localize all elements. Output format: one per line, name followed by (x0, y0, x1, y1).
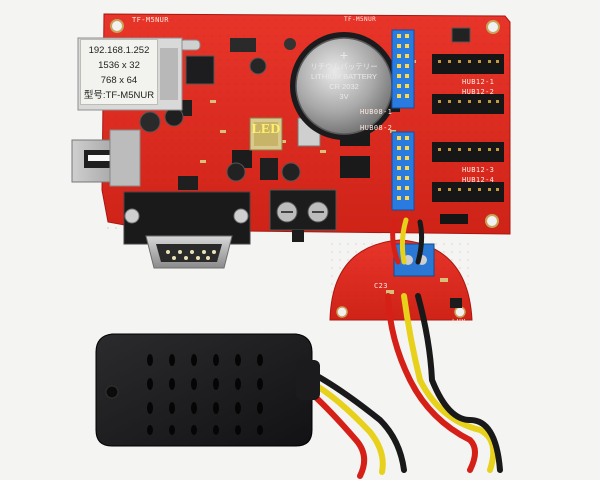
battery-japanese-text: リチウムバッテリー (310, 62, 378, 71)
board-button (451, 27, 471, 43)
sticker-ip-line: 192.168.1.252 (88, 45, 150, 56)
mcu-chip (185, 55, 215, 85)
battery-plus-sign: + (339, 47, 349, 63)
hub12-label-1: HUB12-1 (462, 78, 495, 86)
hub12-label-3: HUB12-3 (462, 166, 495, 174)
hub08-label-2: HUB08-2 (360, 124, 393, 132)
sensor-board-lux-label: LUX (452, 318, 466, 326)
db9-serial-connector (123, 191, 251, 269)
hub08-header-1 (391, 29, 415, 109)
hub12-label-4: HUB12-4 (462, 176, 495, 184)
power-terminal-block (269, 189, 337, 242)
sensor-wires (307, 217, 503, 479)
sticker-res-line-1: 1536 x 32 (98, 60, 140, 71)
battery-model-text: CR 2032 (329, 82, 359, 91)
hub12-headers (432, 54, 504, 202)
board-model-silkscreen-2: TF-M5NUR (344, 16, 377, 23)
humidity-sensor-housing (95, 333, 320, 447)
led-chip-label: LED (251, 122, 281, 137)
hub08-label-1: HUB08-1 (360, 108, 393, 116)
battery-lithium-text: LITHIUM BATTERY (311, 72, 377, 81)
sticker-model-line: 型号:TF-M5NUR (83, 90, 155, 101)
usb-port (71, 129, 141, 187)
sticker-res-line-2: 768 x 64 (100, 75, 138, 86)
controller-board (71, 13, 511, 269)
battery-voltage-text: 3V (339, 92, 349, 101)
ip-label-sticker: 192.168.1.252 1536 x 32 768 x 64 型号:TF-M… (80, 39, 158, 105)
hub12-label-2: HUB12-2 (462, 88, 495, 96)
sensor-adapter-board (329, 239, 473, 321)
sensor-board-c23-label: C23 (374, 282, 388, 290)
board-model-silkscreen: TF-M5NUR (132, 16, 169, 24)
hub08-header-2 (391, 131, 415, 211)
battery-label: + リチウムバッテリー LITHIUM BATTERY CR 2032 3V (296, 48, 392, 128)
